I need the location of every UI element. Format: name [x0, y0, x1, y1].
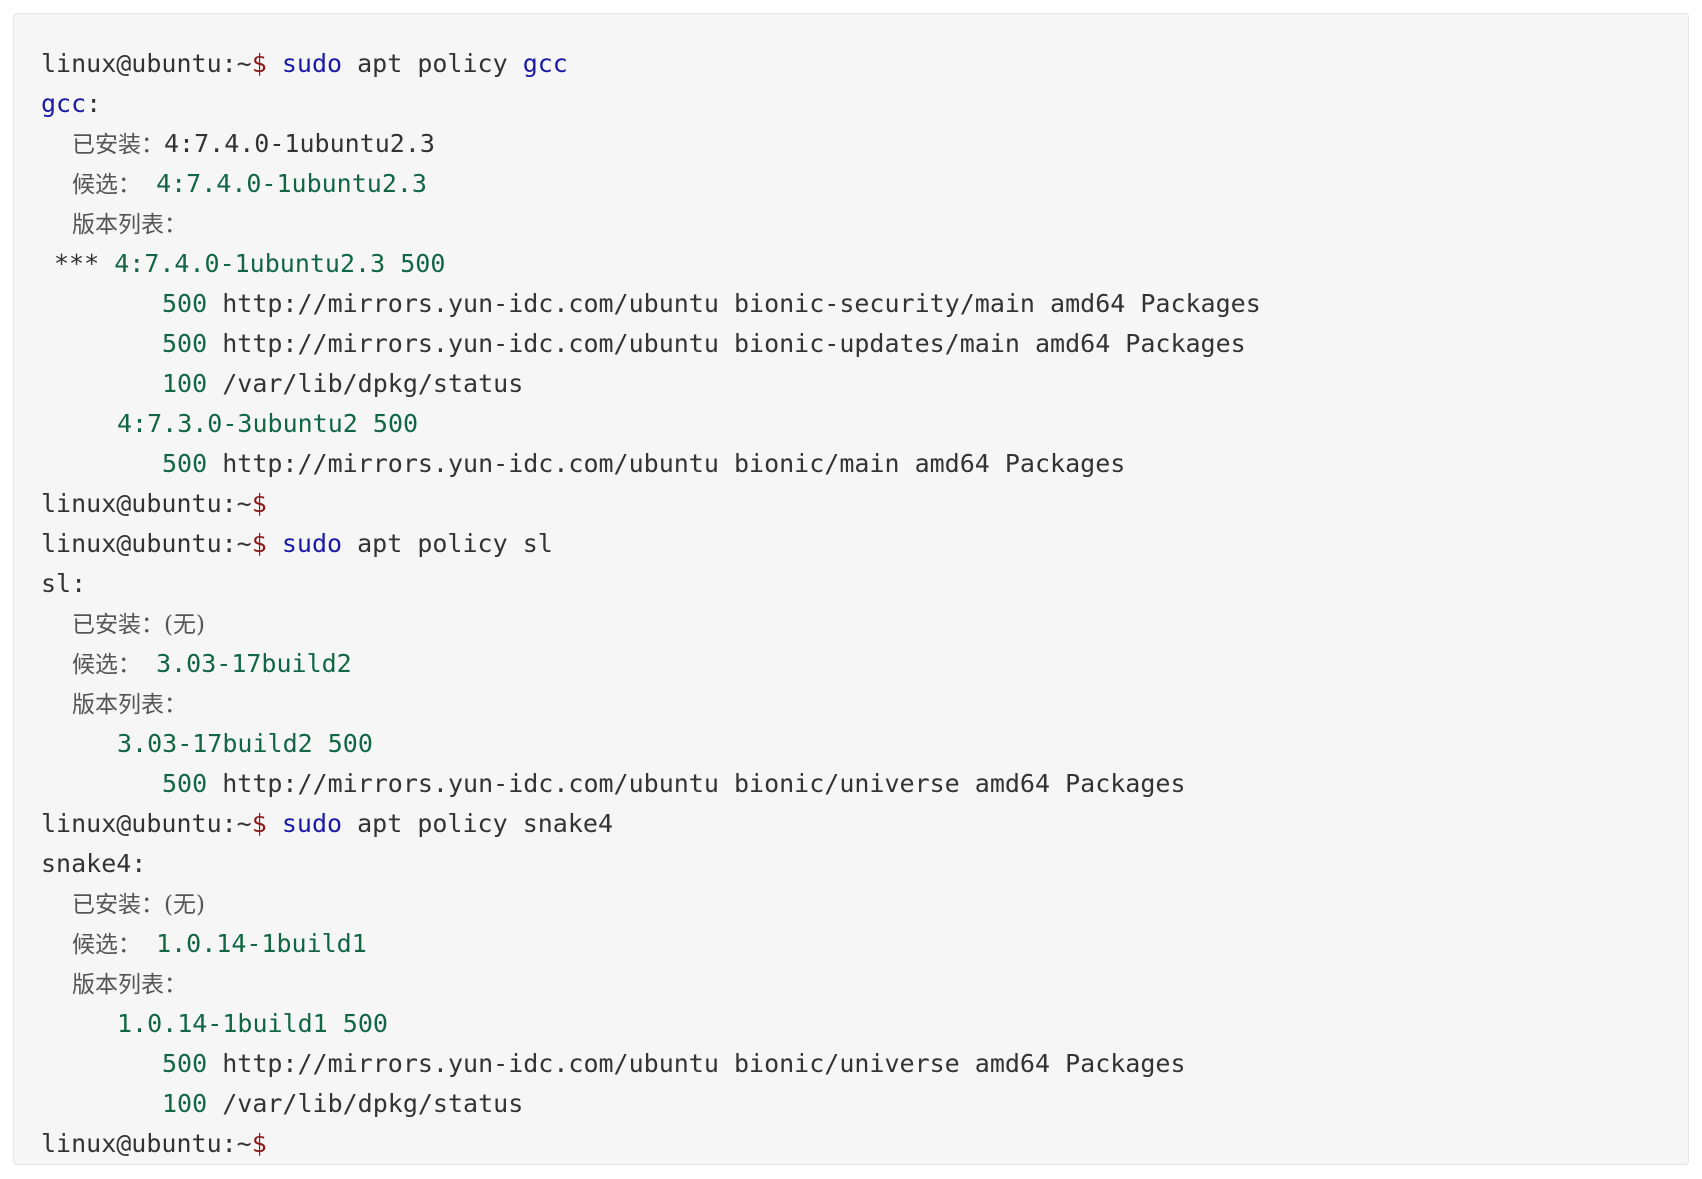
prompt-dollar: $	[251, 529, 267, 558]
source-line: 500 http://mirrors.yun-idc.com/ubuntu bi…	[41, 324, 1688, 364]
source-line: 500 http://mirrors.yun-idc.com/ubuntu bi…	[41, 764, 1688, 804]
command-text: apt policy	[357, 49, 508, 78]
installed-value: 4:7.4.0-1ubuntu2.3	[164, 129, 435, 158]
prompt-dollar: $	[251, 1129, 267, 1158]
source-text: http://mirrors.yun-idc.com/ubuntu bionic…	[222, 329, 1246, 358]
command-line: linux@ubuntu:~$ sudo apt policy snake4	[41, 804, 1688, 844]
source-priority: 500	[162, 769, 208, 798]
shell-prompt: linux@ubuntu:~	[41, 489, 252, 518]
source-text: http://mirrors.yun-idc.com/ubuntu bionic…	[222, 1049, 1186, 1078]
shell-prompt: linux@ubuntu:~	[41, 49, 252, 78]
package-name: sl:	[41, 569, 87, 598]
version-table-label: 版本列表：	[72, 972, 187, 998]
installed-label: 已安装：	[72, 612, 164, 638]
candidate-line: 候选： 4:7.4.0-1ubuntu2.3	[41, 164, 1688, 204]
source-priority: 500	[162, 289, 208, 318]
version-table-label: 版本列表：	[72, 212, 187, 238]
sudo-keyword: sudo	[281, 49, 343, 78]
version-value: 4:7.4.0-1ubuntu2.3	[114, 249, 386, 278]
source-text: http://mirrors.yun-idc.com/ubuntu bionic…	[222, 449, 1126, 478]
terminal-output-block: linux@ubuntu:~$ sudo apt policy gcc gcc:…	[13, 13, 1689, 1165]
source-priority: 500	[162, 329, 208, 358]
candidate-line: 候选： 3.03-17build2	[41, 644, 1688, 684]
empty-prompt-line: linux@ubuntu:~$	[41, 484, 1688, 524]
source-line: 100 /var/lib/dpkg/status	[41, 1084, 1688, 1124]
source-line: 500 http://mirrors.yun-idc.com/ubuntu bi…	[41, 284, 1688, 324]
installed-line: 已安装：(无)	[41, 604, 1688, 644]
version-value: 1.0.14-1build1	[117, 1009, 328, 1038]
version-table-label: 版本列表：	[72, 692, 187, 718]
command-text: apt policy	[357, 529, 508, 558]
prompt-dollar: $	[251, 809, 267, 838]
shell-prompt: linux@ubuntu:~	[41, 529, 252, 558]
installed-marker: ***	[54, 249, 100, 278]
version-value: 4:7.3.0-3ubuntu2	[117, 409, 358, 438]
package-name: gcc	[41, 89, 87, 118]
version-table-line: 版本列表：	[41, 964, 1688, 1004]
source-text: /var/lib/dpkg/status	[222, 1089, 524, 1118]
candidate-value: 4:7.4.0-1ubuntu2.3	[156, 169, 427, 198]
command-package: snake4	[522, 809, 614, 838]
version-entry: *** 4:7.4.0-1ubuntu2.3 500	[41, 244, 1688, 284]
source-priority: 500	[162, 449, 208, 478]
package-header: snake4:	[41, 844, 1688, 884]
shell-prompt: linux@ubuntu:~	[41, 1129, 252, 1158]
candidate-value: 1.0.14-1build1	[156, 929, 367, 958]
version-priority: 500	[372, 409, 419, 438]
candidate-value: 3.03-17build2	[156, 649, 352, 678]
installed-line: 已安装：4:7.4.0-1ubuntu2.3	[41, 124, 1688, 164]
command-package: gcc	[522, 49, 568, 78]
command-package: sl	[522, 529, 553, 558]
installed-label: 已安装：	[72, 892, 164, 918]
installed-value: (无)	[164, 892, 205, 918]
source-text: http://mirrors.yun-idc.com/ubuntu bionic…	[222, 769, 1186, 798]
source-priority: 100	[162, 369, 208, 398]
version-value: 3.03-17build2	[117, 729, 313, 758]
candidate-line: 候选： 1.0.14-1build1	[41, 924, 1688, 964]
installed-label: 已安装：	[72, 132, 164, 158]
source-line: 500 http://mirrors.yun-idc.com/ubuntu bi…	[41, 444, 1688, 484]
source-text: /var/lib/dpkg/status	[222, 369, 524, 398]
package-header: gcc:	[41, 84, 1688, 124]
command-line: linux@ubuntu:~$ sudo apt policy gcc	[41, 44, 1688, 84]
package-name: snake4:	[41, 849, 147, 878]
empty-prompt-line: linux@ubuntu:~$	[41, 1124, 1688, 1164]
source-line: 500 http://mirrors.yun-idc.com/ubuntu bi…	[41, 1044, 1688, 1084]
version-entry: 1.0.14-1build1 500	[41, 1004, 1688, 1044]
version-table-line: 版本列表：	[41, 204, 1688, 244]
version-entry: 4:7.3.0-3ubuntu2 500	[41, 404, 1688, 444]
version-table-line: 版本列表：	[41, 684, 1688, 724]
source-line: 100 /var/lib/dpkg/status	[41, 364, 1688, 404]
version-priority: 500	[327, 729, 373, 758]
sudo-keyword: sudo	[281, 809, 343, 838]
source-priority: 500	[162, 1049, 208, 1078]
installed-line: 已安装：(无)	[41, 884, 1688, 924]
installed-value: (无)	[164, 612, 205, 638]
sudo-keyword: sudo	[281, 529, 343, 558]
shell-prompt: linux@ubuntu:~	[41, 809, 252, 838]
source-text: http://mirrors.yun-idc.com/ubuntu bionic…	[222, 289, 1261, 318]
package-colon: :	[86, 89, 102, 118]
command-line: linux@ubuntu:~$ sudo apt policy sl	[41, 524, 1688, 564]
command-text: apt policy	[357, 809, 508, 838]
candidate-label: 候选：	[72, 652, 141, 678]
version-priority: 500	[342, 1009, 388, 1038]
prompt-dollar: $	[251, 49, 267, 78]
version-entry: 3.03-17build2 500	[41, 724, 1688, 764]
package-header: sl:	[41, 564, 1688, 604]
candidate-label: 候选：	[72, 932, 141, 958]
version-priority: 500	[400, 249, 446, 278]
prompt-dollar: $	[251, 489, 267, 518]
source-priority: 100	[162, 1089, 208, 1118]
candidate-label: 候选：	[72, 172, 141, 198]
